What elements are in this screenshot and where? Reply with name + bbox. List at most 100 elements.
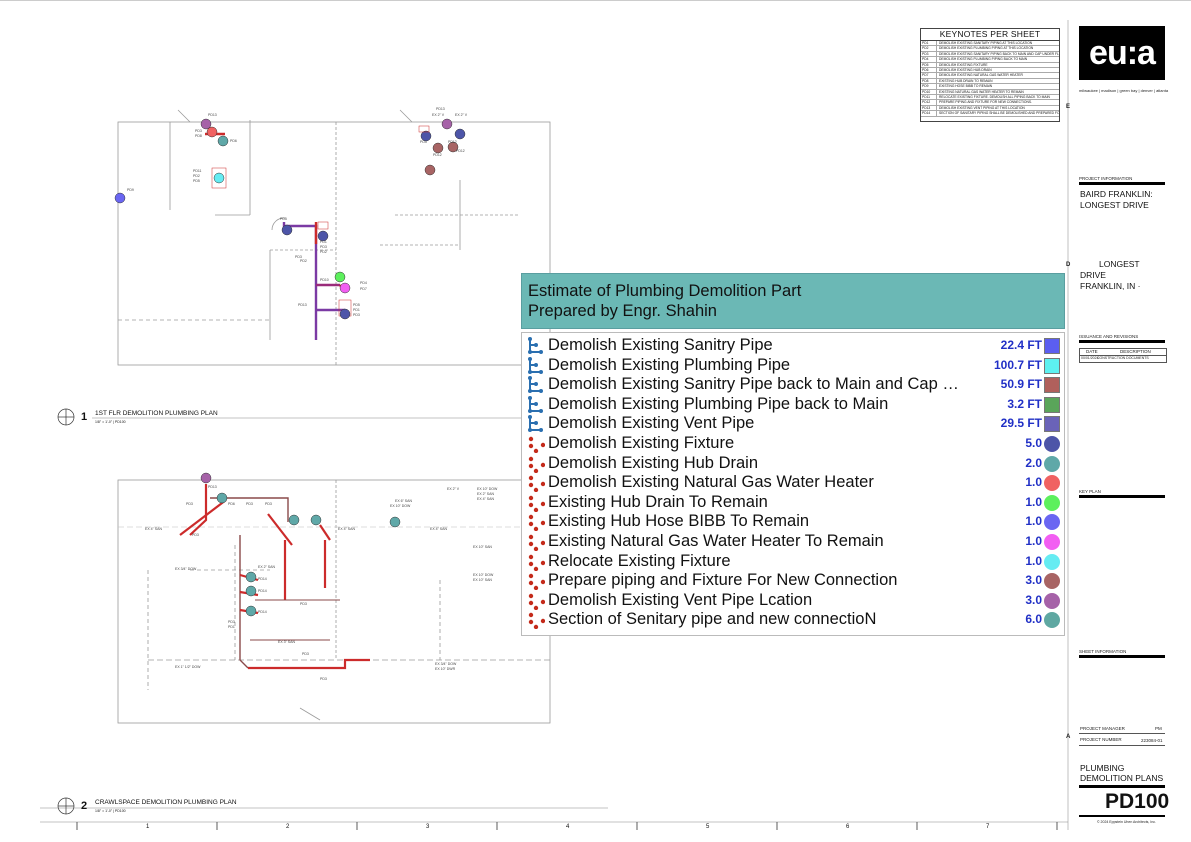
estimate-row-value: 1.0 <box>1025 514 1042 529</box>
firm-offices: milwaukee | madison | green bay | denver… <box>1079 88 1169 93</box>
estimate-row[interactable]: Demolish Existing Natural Gas Water Heat… <box>522 473 1064 493</box>
svg-text:PD6: PD6 <box>230 139 237 143</box>
svg-text:PD13: PD13 <box>208 113 217 117</box>
svg-text:PD13: PD13 <box>436 107 445 111</box>
svg-text:PD3: PD3 <box>320 245 327 249</box>
keynote-text: RELOCATE EXISTING FIXTURE. DEMOLISH ALL … <box>939 95 1050 100</box>
estimate-row-value: 1.0 <box>1025 553 1042 568</box>
issuance-date-header: DATE <box>1086 349 1098 354</box>
keynote-code: PD8 <box>921 78 937 84</box>
svg-text:PD11: PD11 <box>193 169 202 173</box>
svg-text:EX 2" SAN: EX 2" SAN <box>477 492 494 496</box>
svg-text:PD9: PD9 <box>127 188 134 192</box>
estimate-row[interactable]: Section of Senitary pipe and new connect… <box>522 610 1064 630</box>
address-line3: FRANKLIN, IN · <box>1080 281 1141 291</box>
polyline-length-icon <box>527 395 545 419</box>
estimate-row-label: Existing Hub Hose BIBB To Remain <box>548 512 810 531</box>
project-manager-label: PROJECT MANAGER <box>1080 726 1125 731</box>
keynote-code: PD4 <box>921 57 937 62</box>
keynote-code: PD6 <box>921 68 937 73</box>
svg-text:PD12: PD12 <box>448 140 457 144</box>
estimate-row-label: Demolish Existing Plumbing Pipe <box>548 355 791 374</box>
color-dot <box>1044 553 1060 570</box>
divider <box>1079 733 1165 734</box>
keynote-text: EXISTING NATURAL GAS WATER HEATER TO REM… <box>939 89 1024 94</box>
estimate-row-value: 1.0 <box>1025 534 1042 548</box>
estimate-row[interactable]: Demolish Existing Plumbing Pipe back to … <box>522 395 1064 415</box>
grid-number-7: 7 <box>986 824 990 830</box>
svg-text:PD2: PD2 <box>193 174 200 178</box>
svg-text:EX 3/4" DOW: EX 3/4" DOW <box>175 567 197 571</box>
svg-text:EX 3/4" DOW: EX 3/4" DOW <box>435 662 457 666</box>
svg-text:EX 2" V: EX 2" V <box>455 113 468 117</box>
svg-text:EX 10" DOW: EX 10" DOW <box>473 573 494 577</box>
svg-text:EX 2" V: EX 2" V <box>432 113 445 117</box>
estimate-row-value: 6.0 <box>1025 612 1042 627</box>
grid-number-1: 1 <box>146 824 150 830</box>
address-line1: LONGEST <box>1099 259 1140 269</box>
estimate-row[interactable]: Demolish Existing Sanitry Pipe back to M… <box>522 375 1064 395</box>
svg-text:PD3: PD3 <box>228 620 235 624</box>
divider <box>1079 495 1165 498</box>
svg-text:EX 3" SAN: EX 3" SAN <box>278 640 295 644</box>
project-info-label: PROJECT INFORMATION <box>1079 176 1133 181</box>
keynote-text: DEMOLISH EXISTING VENT PIPING AT THIS LO… <box>939 105 1025 110</box>
plan-1-scale: 1/8" = 1'-0" | PD100 <box>95 420 126 424</box>
keynote-code: PD5 <box>921 62 937 68</box>
keynotes-title: KEYNOTES PER SHEET <box>921 29 1059 41</box>
color-dot <box>1044 514 1060 531</box>
estimate-row-value: 50.9 FT <box>1000 377 1042 392</box>
keynote-code: PD2 <box>921 46 937 51</box>
keynote-text: DEMOLISH EXISTING PLUMBING PIPING BACK T… <box>939 57 1028 62</box>
svg-text:PD2: PD2 <box>320 250 327 254</box>
svg-text:EX 10" DOW: EX 10" DOW <box>477 487 498 491</box>
issuance-table: DATE DESCRIPTION 00/01/2024 CONSTRUCTION… <box>1079 348 1167 363</box>
svg-text:PD10: PD10 <box>320 278 329 282</box>
keynote-code: PD1 <box>921 41 937 46</box>
estimate-row-value: 3.2 FT <box>1007 396 1042 411</box>
estimate-row[interactable]: Prepare piping and Fixture For New Conne… <box>522 571 1064 591</box>
color-dot <box>1044 612 1060 629</box>
keynote-text: DEMOLISH EXISTING SANITARY PIPING BACK T… <box>939 51 1059 56</box>
svg-text:PD13: PD13 <box>298 303 307 307</box>
svg-text:PD14: PD14 <box>258 589 267 593</box>
logo-text: eu:a <box>1089 34 1156 72</box>
grid-number-6: 6 <box>846 824 850 830</box>
project-name-line1: BAIRD FRANKLIN: <box>1080 189 1153 199</box>
plan-2-number: 2 <box>81 800 88 812</box>
color-swatch <box>1044 357 1060 374</box>
keynote-code: PD13 <box>921 105 937 111</box>
sheet-title-line2: DEMOLITION PLANS <box>1080 773 1164 783</box>
svg-text:EX 1" 1/2" DOW: EX 1" 1/2" DOW <box>175 665 201 669</box>
keynote-code: PD11 <box>921 95 937 100</box>
key-plan-label: KEY PLAN <box>1079 489 1101 494</box>
project-name-line2: LONGEST DRIVE <box>1080 200 1149 210</box>
estimate-row-value: 1.0 <box>1025 475 1042 490</box>
project-number-label: PROJECT NUMBER <box>1080 737 1122 742</box>
estimate-row[interactable]: Existing Hub Hose BIBB To Remain 1.0 <box>522 512 1064 532</box>
color-swatch <box>1044 338 1060 354</box>
count-dots-icon <box>527 435 546 458</box>
keynote-code: PD3 <box>921 51 937 57</box>
estimate-row[interactable]: Existing Natural Gas Water Heater To Rem… <box>522 532 1064 552</box>
divider <box>1079 182 1165 185</box>
svg-text:PD3: PD3 <box>265 502 272 506</box>
divider <box>1079 785 1165 788</box>
estimate-row-value: 3.0 <box>1025 573 1042 588</box>
